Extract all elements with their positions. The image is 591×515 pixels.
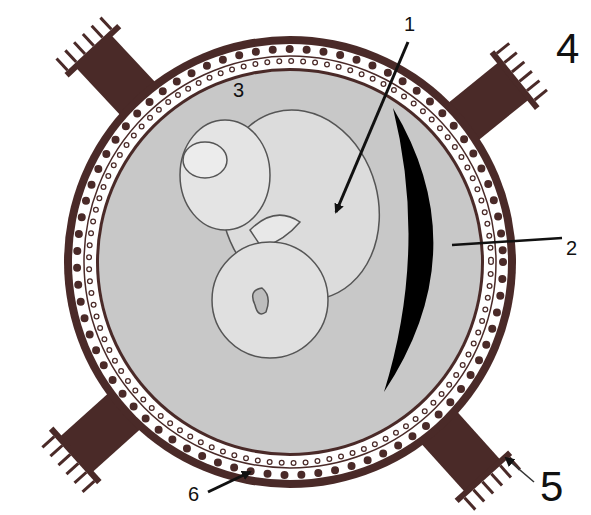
callout-number: 5 [540,466,563,508]
callout-number: 3 [233,80,244,100]
uterine-wall [64,36,516,488]
leader-line [208,472,250,492]
wall-rings-outer [89,61,491,463]
wall-rings-inner [89,61,491,463]
amniotic-cavity [99,71,481,453]
inner-wall [96,68,484,456]
callout-number: 4 [556,28,579,70]
wall-gap [72,44,508,480]
leader-line [506,458,534,482]
ligament-arms [37,12,552,515]
leader-line [336,42,408,212]
callout-number: 2 [566,238,577,258]
callout-number: 1 [404,14,415,34]
fetus [180,92,400,358]
callout-number: 6 [188,484,199,504]
wall-dots [77,49,503,475]
placenta [384,108,433,392]
leader-line [452,238,562,245]
wall-line [84,56,496,468]
